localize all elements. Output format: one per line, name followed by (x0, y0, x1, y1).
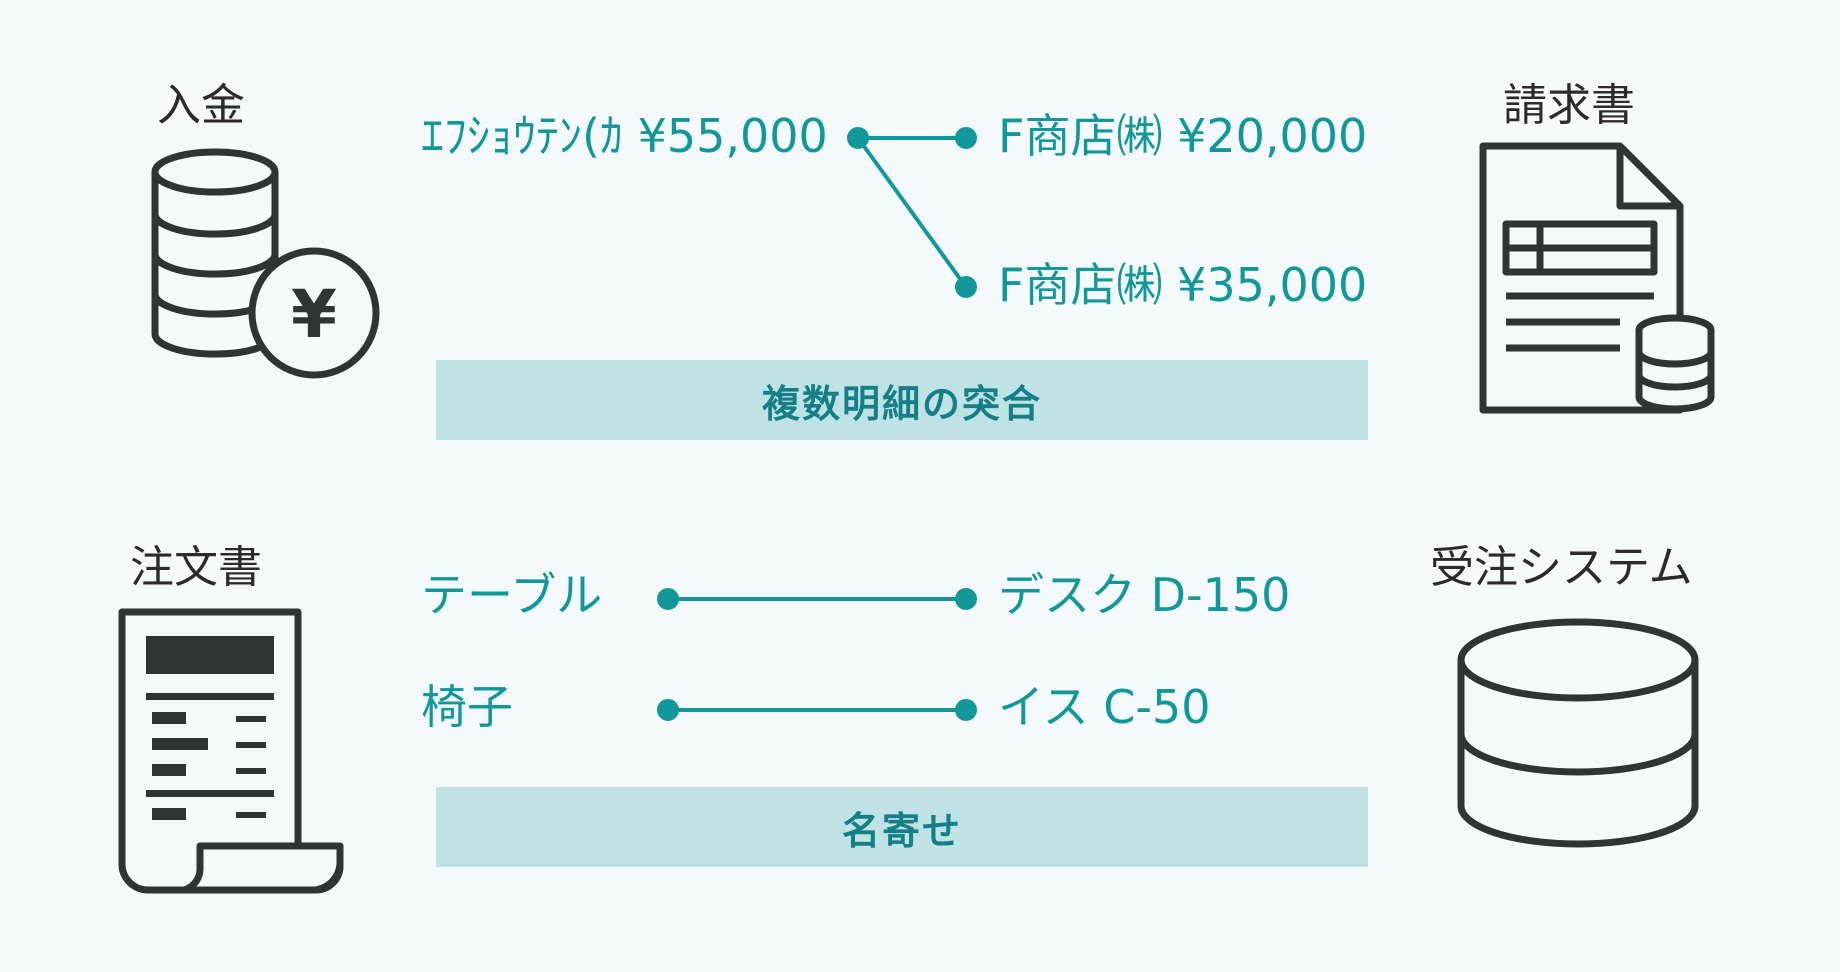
system-item-2: イス C-50 (998, 680, 1211, 734)
connector-dot (955, 699, 977, 721)
database-icon (1457, 618, 1699, 848)
order-item-1: テーブル (421, 568, 603, 622)
payment-entry: ｴﾌｼｮｳﾃﾝ(ｶ ¥55,000 (421, 109, 828, 163)
invoice-entry-2: F商店㈱ ¥35,000 (998, 258, 1368, 312)
deposit-label: 入金 (157, 80, 245, 131)
connector-dot (955, 588, 977, 610)
name-matching-band: 名寄せ (436, 787, 1368, 867)
invoice-label: 請求書 (1503, 80, 1635, 131)
system-item-1: デスク D-150 (998, 568, 1291, 622)
invoice-document-database-icon (1479, 142, 1715, 414)
connector-dot (955, 127, 977, 149)
svg-text:¥: ¥ (291, 276, 337, 353)
invoice-entry-1: F商店㈱ ¥20,000 (998, 109, 1368, 163)
order-receipt-icon (118, 608, 344, 894)
reconciliation-band: 複数明細の突合 (436, 360, 1368, 440)
order-system-label: 受注システム (1430, 542, 1693, 593)
order-item-2: 椅子 (421, 680, 513, 734)
connector-line-2 (856, 136, 968, 289)
order-label: 注文書 (130, 542, 262, 593)
connector-dot (657, 588, 679, 610)
connector-dot (847, 127, 869, 149)
connector-dot (657, 699, 679, 721)
connector-dot (955, 276, 977, 298)
